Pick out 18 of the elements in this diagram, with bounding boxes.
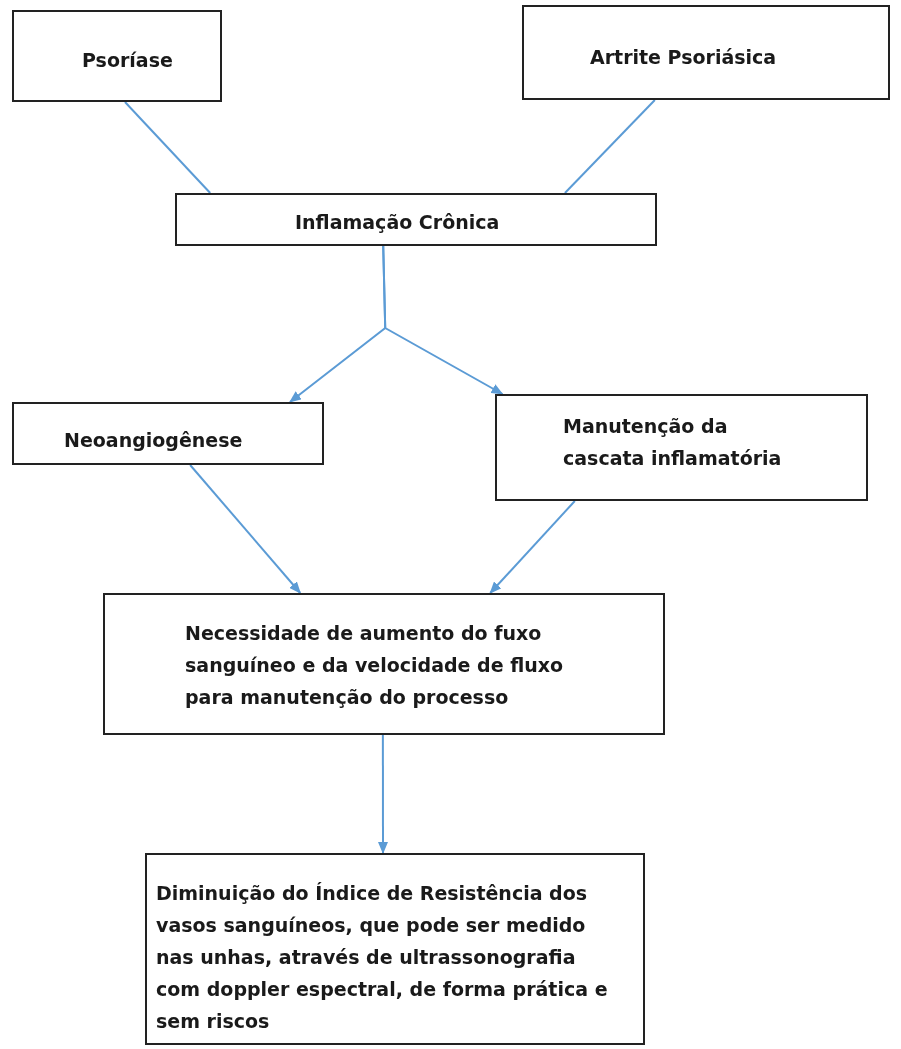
box-text: Inflamação Crônica	[295, 210, 501, 235]
process-box	[522, 5, 890, 100]
arrow	[489, 500, 576, 594]
box-text: Artrite Psoriásica	[590, 45, 778, 70]
arrow	[378, 734, 388, 854]
arrow	[189, 464, 302, 594]
box-text: Manutenção da cascata inflamatória	[563, 414, 783, 471]
process-box	[12, 402, 324, 465]
box-text: Diminuição do Índice de Resistência dos vasos sanguíneos, que pode ser medido nas unhas, através de ultrassonografia com doppler espectral, de forma prática e sem riscos	[156, 881, 609, 1034]
process-box	[103, 593, 665, 735]
box-text: Necessidade de aumento do fuxo sanguíneo e da velocidade de fluxo para manutenção do processo	[185, 621, 565, 710]
arrow	[382, 245, 504, 395]
box-text: Psoríase	[82, 48, 174, 73]
process-box	[12, 10, 222, 102]
process-box	[145, 853, 645, 1045]
box-text: Neoangiogênese	[64, 428, 244, 453]
process-box	[495, 394, 868, 501]
process-box	[175, 193, 657, 246]
